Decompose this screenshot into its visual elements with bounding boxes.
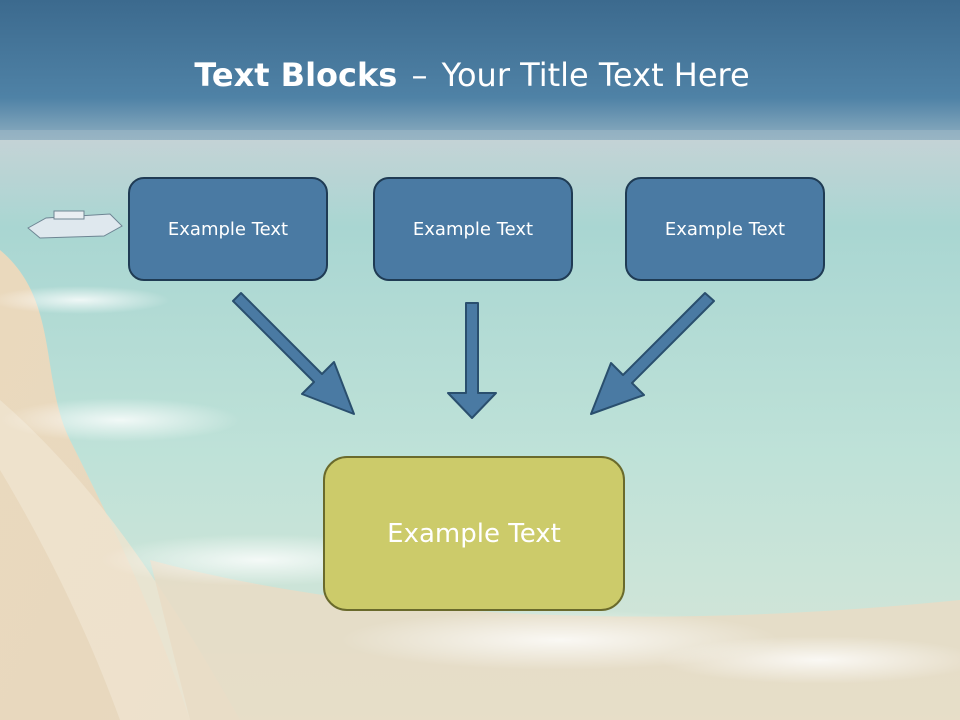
arrow-down-right-icon [232, 292, 355, 415]
text-block-label: Example Text [167, 218, 289, 240]
text-block-top-left: Example Text [128, 177, 328, 281]
arrow-down-left-icon [590, 292, 715, 415]
text-block-bottom: Example Text [323, 456, 625, 611]
boat-icon [27, 210, 123, 239]
text-block-label: Example Text [664, 218, 786, 240]
title-dash: – [411, 56, 428, 94]
text-block-top-right: Example Text [625, 177, 825, 281]
arrow-down-icon [447, 302, 497, 419]
title-bold: Text Blocks [194, 56, 398, 94]
text-block-label: Example Text [412, 218, 534, 240]
text-block-top-center: Example Text [373, 177, 573, 281]
text-block-label: Example Text [387, 518, 561, 549]
title-rest: Your Title Text Here [441, 56, 750, 94]
page-title: Text Blocks – Your Title Text Here [0, 52, 944, 98]
